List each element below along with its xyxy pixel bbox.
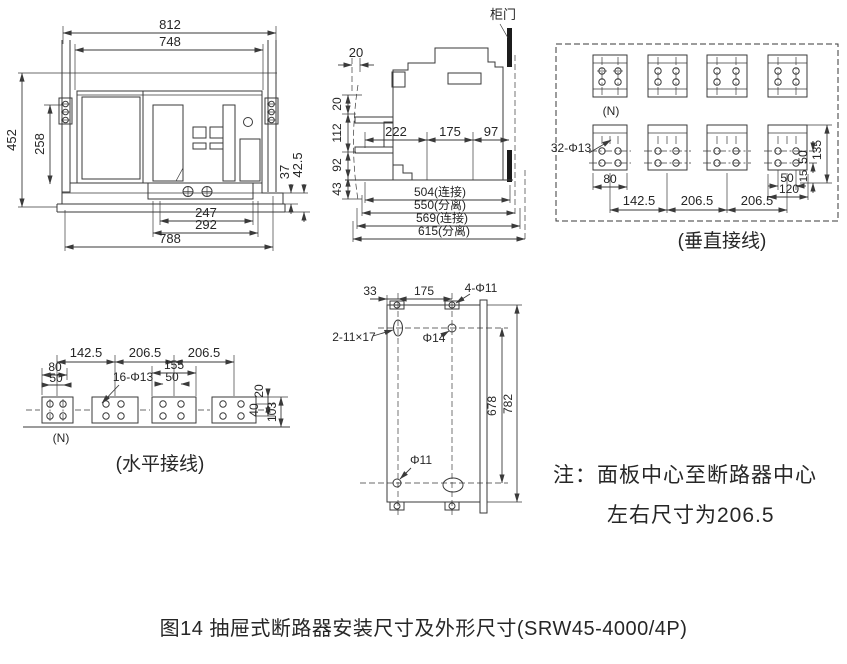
dim-206_5-a: 206.5 <box>681 193 714 208</box>
dim-135: 135 <box>810 140 824 160</box>
dim-292: 292 <box>195 217 217 232</box>
terminal-pads-upper <box>592 54 808 98</box>
dim-222: 222 <box>385 124 407 139</box>
dim-43: 43 <box>330 182 344 196</box>
dim-40-h: 40 <box>247 403 261 417</box>
vertical-wiring-title: (垂直接线) <box>678 230 767 252</box>
mounting-plate-view: 33 175 4-Φ11 2-11×17 Φ14 Φ11 678 782 <box>332 281 522 516</box>
dim-748: 748 <box>159 34 181 49</box>
dim-rail-20: 20 <box>330 97 344 111</box>
hole-callout: 32-Φ13 <box>551 141 592 155</box>
dim-33: 33 <box>363 284 377 298</box>
dim-80-h: 80 <box>48 360 62 374</box>
note-block: 注：面板中心至断路器中心 左右尺寸为206.5 <box>553 456 843 536</box>
neutral-label-h: (N) <box>53 431 70 445</box>
callout-phi14: Φ14 <box>423 331 446 345</box>
dim-206_5-hb: 206.5 <box>188 345 221 360</box>
dim-50h: 50 <box>780 171 794 185</box>
door-label: 柜门 <box>490 7 516 22</box>
callout-phi11: Φ11 <box>410 453 432 467</box>
dim-142_5-h: 142.5 <box>70 345 103 360</box>
dim-120: 120 <box>779 182 799 196</box>
panel-outline <box>555 43 839 222</box>
hole-callout-h: 16-Φ13 <box>113 370 154 384</box>
oval-cutout <box>442 477 464 493</box>
front-view: 812 748 452 258 <box>4 17 310 251</box>
dim-175: 175 <box>439 124 461 139</box>
dim-50-ha: 50 <box>49 371 63 385</box>
dim-615: 615(分离) <box>418 223 470 238</box>
indicator-circle <box>243 117 253 127</box>
dim-678: 678 <box>485 396 499 416</box>
note-line-2: 左右尺寸为206.5 <box>607 504 775 527</box>
callout-4-phi11: 4-Φ11 <box>465 281 498 295</box>
note-line-1: 注：面板中心至断路器中心 <box>553 464 817 487</box>
callout-slots: 2-11×17 <box>332 330 376 344</box>
dim-112: 112 <box>330 123 344 142</box>
dim-50-hb: 50 <box>165 370 179 384</box>
dim-782: 782 <box>501 394 515 414</box>
dim-504: 504(连接) <box>414 184 466 199</box>
dim-206_5-b: 206.5 <box>741 193 774 208</box>
dim-142_5: 142.5 <box>623 193 656 208</box>
dim-258: 258 <box>32 133 47 155</box>
dim-550: 550(分离) <box>414 197 466 212</box>
technical-drawing: 812 748 452 258 <box>4 7 839 516</box>
hole-phi14 <box>447 323 457 333</box>
horizontal-wiring-title: (水平接线) <box>116 453 205 475</box>
cabinet-door-bar-bottom <box>507 150 512 182</box>
dim-812: 812 <box>159 17 181 32</box>
rail-terminal-left <box>58 97 73 125</box>
dim-569: 569(连接) <box>416 210 468 225</box>
dim-103: 103 <box>265 402 279 422</box>
nameplate <box>447 72 482 85</box>
dim-206_5-ha: 206.5 <box>129 345 162 360</box>
vertical-wiring-view: (N) 32-Φ13 <box>551 43 839 252</box>
side-view: 柜门 20 20 112 92 43 222 175 97 <box>330 7 526 242</box>
dim-92: 92 <box>330 158 344 172</box>
hole-phi11 <box>392 478 402 488</box>
figure-caption: 图14 抽屉式断路器安装尺寸及外形尺寸(SRW45-4000/4P) <box>159 618 688 640</box>
dim-97: 97 <box>484 124 498 139</box>
dim-50v: 50 <box>796 150 810 164</box>
mounting-slot <box>393 319 403 337</box>
dim-247: 247 <box>195 205 217 220</box>
dim-gap-20: 20 <box>349 45 363 60</box>
dim-20-h: 20 <box>252 384 266 398</box>
cabinet-door-bar-top <box>507 28 512 67</box>
side-profile <box>392 47 504 181</box>
dim-788: 788 <box>159 231 181 246</box>
dim-37: 37 <box>277 165 292 179</box>
rail-terminal-right <box>264 97 279 125</box>
dim-42_5: 42.5 <box>290 152 305 177</box>
dim-155: 155 <box>164 358 184 372</box>
dim-175-p: 175 <box>414 284 434 298</box>
horizontal-wiring-view: 142.5 206.5 206.5 80 50 16-Φ13 155 50 20… <box>23 345 290 475</box>
terminal-pads-horizontal <box>26 396 268 424</box>
drawout-bar <box>147 182 254 200</box>
dim-15: 15 <box>798 170 810 182</box>
neutral-label: (N) <box>603 104 620 118</box>
terminal-pads-lower <box>589 124 818 171</box>
dim-452: 452 <box>4 129 19 151</box>
